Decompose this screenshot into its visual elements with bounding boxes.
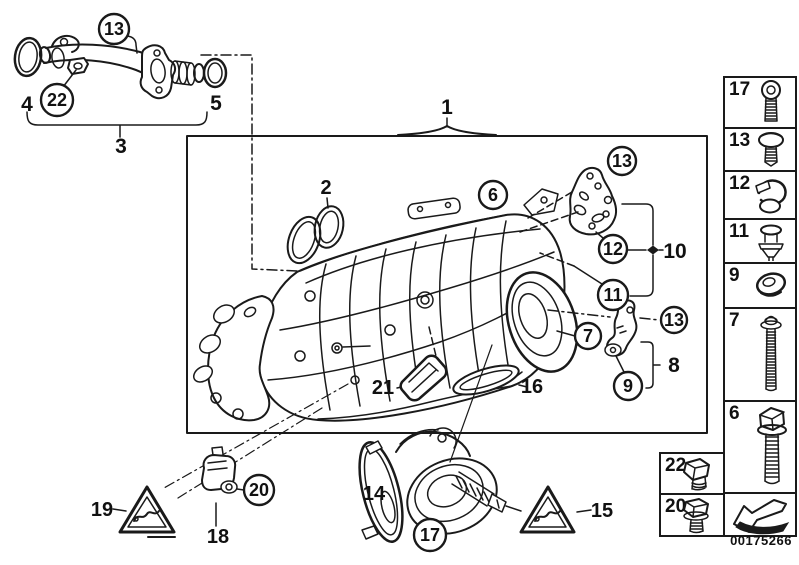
sidebar-cell-9[interactable]: 9 xyxy=(723,262,797,309)
direction-arrow-icon xyxy=(733,499,790,535)
label-3[interactable]: 3 xyxy=(115,135,127,158)
gasket-drawing xyxy=(286,197,345,265)
callout-13-pipe[interactable]: 13 xyxy=(97,12,131,46)
label-21[interactable]: 21 xyxy=(372,377,394,399)
svg-text:17: 17 xyxy=(420,525,440,545)
callout-13-support[interactable]: 13 xyxy=(659,305,689,335)
sidebar-cell-11[interactable]: 11 xyxy=(723,218,797,264)
callout-6[interactable]: 6 xyxy=(477,179,509,211)
label-1[interactable]: 1 xyxy=(441,96,453,119)
leader-line xyxy=(163,383,349,489)
callout-22-pipe[interactable]: 22 xyxy=(39,82,75,118)
svg-text:13: 13 xyxy=(104,19,124,39)
label-5[interactable]: 5 xyxy=(210,92,222,115)
label-10[interactable]: 10 xyxy=(663,240,686,263)
callout-7[interactable]: 7 xyxy=(573,321,603,351)
callout-11[interactable]: 11 xyxy=(596,278,630,312)
svg-text:22: 22 xyxy=(47,90,67,110)
expanding-rivet-icon xyxy=(758,224,784,261)
callout-9[interactable]: 9 xyxy=(612,370,644,402)
support-bracket-drawing xyxy=(547,299,661,389)
diagram-id: 00175266 xyxy=(730,533,792,548)
callout-20[interactable]: 20 xyxy=(242,473,276,507)
sensor-drawing xyxy=(201,446,245,527)
svg-text:11: 11 xyxy=(603,285,622,305)
label-15[interactable]: 15 xyxy=(591,500,613,522)
sidebar-cell-13[interactable]: 13 xyxy=(723,127,797,172)
label-14[interactable]: 14 xyxy=(363,483,386,505)
label-2[interactable]: 2 xyxy=(320,177,331,199)
callout-17[interactable]: 17 xyxy=(412,517,448,553)
svg-text:20: 20 xyxy=(249,480,269,500)
throttle-body-drawing xyxy=(358,427,522,543)
hex-bolt-icon xyxy=(683,458,710,491)
retaining-clip-icon xyxy=(755,179,787,214)
hex-flange-bolt-icon xyxy=(757,407,787,485)
bracket-drawing xyxy=(519,166,664,297)
assembly-brace xyxy=(397,125,497,136)
hex-flange-bolt-short-icon xyxy=(683,498,709,534)
callout-13-bracket[interactable]: 13 xyxy=(606,145,638,177)
sidebar-cell-12[interactable]: 12 xyxy=(723,170,797,220)
svg-text:12: 12 xyxy=(603,239,623,259)
sidebar-cell-22[interactable]: 22 xyxy=(659,452,725,495)
main-assembly-box xyxy=(186,135,708,434)
sidebar-cell-20[interactable]: 20 xyxy=(659,493,725,537)
socket-head-screw-icon xyxy=(761,80,781,122)
svg-text:13: 13 xyxy=(612,151,632,171)
washer-head-screw-icon xyxy=(758,132,784,167)
label-8[interactable]: 8 xyxy=(668,354,680,377)
plug-drawing xyxy=(396,326,448,402)
callout-12[interactable]: 12 xyxy=(597,233,629,265)
stud-bolt-icon xyxy=(760,315,782,392)
label-18[interactable]: 18 xyxy=(207,526,229,548)
pipe-assembly-drawing xyxy=(13,34,299,272)
warning-triangle-icon xyxy=(112,485,176,538)
label-16[interactable]: 16 xyxy=(521,376,543,398)
svg-text:6: 6 xyxy=(488,185,498,205)
warning-triangle-icon xyxy=(519,485,592,534)
label-19[interactable]: 19 xyxy=(91,499,113,521)
sidebar-cell-7[interactable]: 7 xyxy=(723,307,797,402)
label-4[interactable]: 4 xyxy=(21,93,33,116)
sidebar-cell-17[interactable]: 17 xyxy=(723,76,797,129)
grommet-icon xyxy=(755,272,787,297)
sidebar-cell-arrow xyxy=(723,492,797,537)
svg-text:9: 9 xyxy=(623,376,633,396)
sidebar-cell-6[interactable]: 6 xyxy=(723,400,797,494)
throttle-leader-line xyxy=(449,344,493,463)
svg-text:7: 7 xyxy=(583,326,593,346)
svg-text:13: 13 xyxy=(664,310,684,330)
